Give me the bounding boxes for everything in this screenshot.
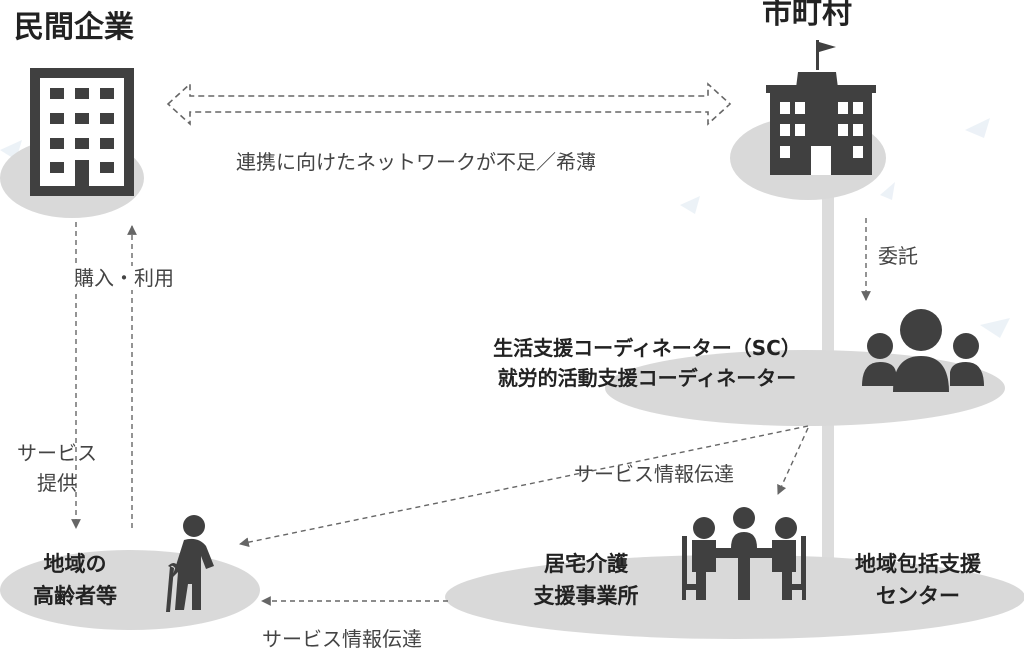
service-info-lower-label: サービス情報伝達 [262, 627, 422, 651]
service-provision-label-line1: サービス [17, 441, 97, 465]
service-info-to-elderly-arrow [239, 425, 809, 548]
meeting-table-icon [682, 507, 806, 600]
coordinators-label: 生活支援コーディネーター（SC） 就労的活動支援コーディネーター [438, 333, 856, 393]
service-provision-label: サービス 提供 [12, 438, 102, 498]
service-provision-label-line2: 提供 [37, 471, 77, 495]
elderly-label: 地域の 高齢者等 [8, 548, 142, 612]
entrust-label: 委託 [878, 244, 918, 268]
service-info-upper-label: サービス情報伝達 [574, 462, 734, 486]
purchase-use-label: 購入・利用 [74, 266, 174, 290]
care-office-label-line1: 居宅介護 [544, 552, 628, 576]
private-company-title: 民間企業 [14, 10, 134, 45]
network-shortage-arrow [166, 82, 732, 126]
care-center-ellipse [445, 555, 1024, 639]
center-label-line2: センター [876, 584, 960, 608]
center-label: 地域包括支援 センター [828, 548, 1008, 612]
coordinators-label-line2: 就労的活動支援コーディネーター [497, 366, 797, 390]
service-info-to-care-arrow [777, 427, 809, 495]
office-building-icon [30, 68, 134, 196]
center-label-line1: 地域包括支援 [855, 552, 981, 576]
care-office-label: 居宅介護 支援事業所 [506, 548, 666, 612]
care-office-label-line2: 支援事業所 [533, 584, 639, 608]
elderly-person-icon [166, 515, 214, 612]
people-group-icon [862, 309, 984, 392]
municipality-title: 市町村 [762, 0, 852, 31]
coordinators-label-line1: 生活支援コーディネーター（SC） [493, 336, 801, 360]
city-hall-icon [766, 40, 876, 175]
network-shortage-label: 連携に向けたネットワークが不足／希薄 [236, 150, 596, 174]
elderly-label-line1: 地域の [43, 552, 107, 576]
elderly-label-line2: 高齢者等 [33, 584, 117, 608]
